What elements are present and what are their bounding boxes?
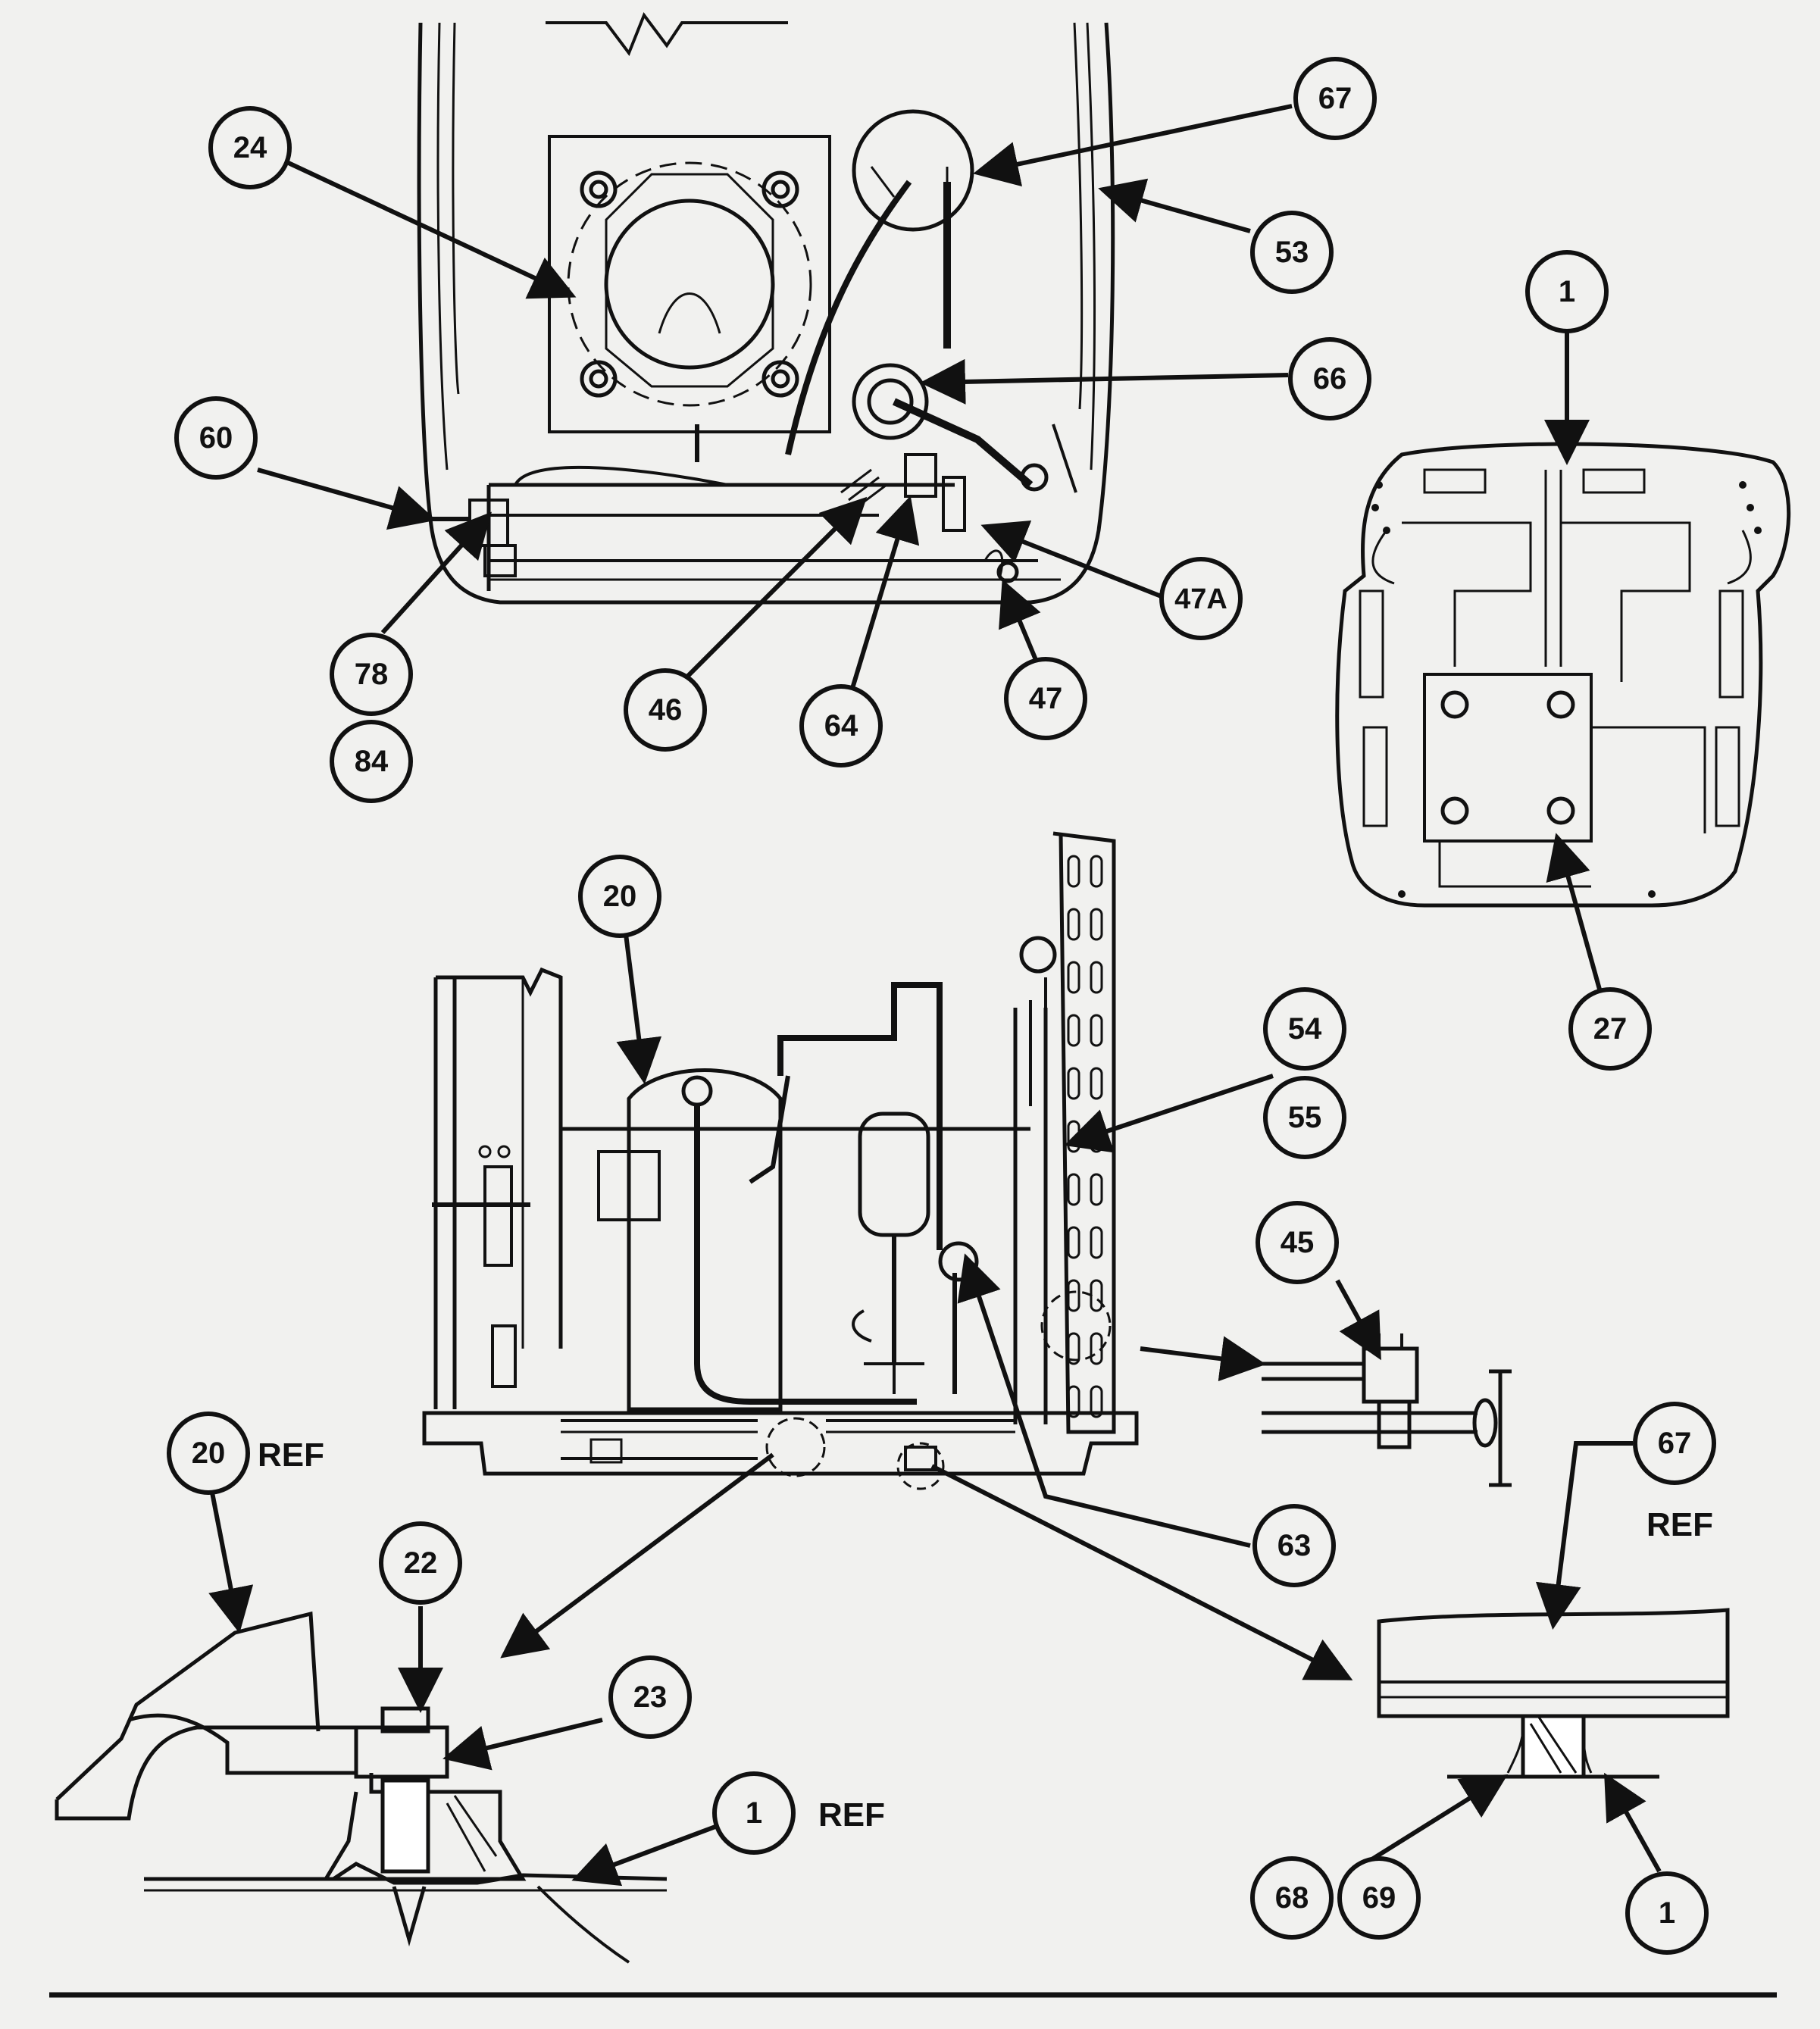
callout-20-ref: 20 REF (167, 1412, 324, 1495)
callout-53: 53 (1250, 211, 1334, 294)
accumulator-mount-detail (1377, 1608, 1730, 1779)
callout-24: 24 (208, 106, 292, 189)
callout-46: 46 (624, 668, 707, 752)
callout-label: 1 (746, 1796, 762, 1830)
callout-label: 66 (1313, 362, 1347, 395)
callout-78: 78 (330, 633, 413, 716)
base-pan-view (1335, 442, 1791, 908)
callout-45: 45 (1256, 1201, 1339, 1284)
callout-label: 46 (649, 693, 683, 727)
callout-1-base-pan: 1 (1525, 250, 1609, 333)
callout-67: 67 (1293, 57, 1377, 140)
callout-label: 20 (603, 880, 637, 913)
callout-label: 24 (233, 131, 267, 164)
callout-label: 63 (1277, 1529, 1312, 1562)
leader-arrows (208, 104, 1662, 1887)
ref-label: REF (818, 1796, 885, 1834)
callout-69: 69 (1337, 1856, 1421, 1940)
callout-label: 60 (199, 421, 233, 455)
callout-84: 84 (330, 720, 413, 803)
ref-label: REF (1646, 1506, 1713, 1543)
callout-label: 84 (355, 745, 389, 778)
callout-66: 66 (1288, 337, 1371, 420)
callout-label: 69 (1362, 1881, 1396, 1915)
callout-label: 27 (1593, 1012, 1628, 1046)
callout-label: 64 (824, 709, 858, 743)
top-view-assembly (417, 11, 1115, 605)
callout-label: 55 (1288, 1101, 1322, 1134)
callout-60: 60 (174, 396, 258, 480)
callout-label: 68 (1275, 1881, 1309, 1915)
callout-23: 23 (608, 1655, 692, 1739)
callout-label: 78 (355, 658, 389, 691)
callout-1-ref: 1 REF (712, 1771, 885, 1855)
callout-55: 55 (1263, 1076, 1346, 1159)
callout-67-ref: 67 REF (1633, 1402, 1716, 1543)
callout-label: 22 (404, 1546, 438, 1580)
callout-label: 47A (1174, 583, 1227, 615)
callout-1-bottom: 1 (1625, 1871, 1709, 1955)
callout-63: 63 (1252, 1504, 1336, 1587)
callout-27: 27 (1568, 987, 1652, 1071)
callout-68: 68 (1250, 1856, 1334, 1940)
callout-label: 20 (192, 1437, 226, 1470)
callout-label: 53 (1275, 236, 1309, 269)
callout-label: 1 (1559, 275, 1575, 308)
callout-label: 47 (1029, 682, 1063, 715)
side-view-assembly (422, 831, 1139, 1490)
callout-label: 67 (1658, 1427, 1692, 1460)
callout-47a: 47A (1159, 557, 1243, 640)
callout-64: 64 (799, 684, 883, 768)
callout-label: 54 (1288, 1012, 1322, 1046)
callout-47: 47 (1004, 657, 1087, 740)
callout-label: 23 (633, 1680, 668, 1714)
callout-label: 1 (1659, 1896, 1675, 1930)
callout-label: 45 (1281, 1226, 1315, 1259)
callout-20: 20 (578, 855, 661, 938)
callout-22: 22 (379, 1521, 462, 1605)
callout-54: 54 (1263, 987, 1346, 1071)
valve-detail (1262, 1333, 1512, 1487)
ref-label: REF (258, 1437, 324, 1474)
callout-label: 67 (1318, 82, 1352, 115)
compressor-mount-detail (55, 1611, 668, 1964)
